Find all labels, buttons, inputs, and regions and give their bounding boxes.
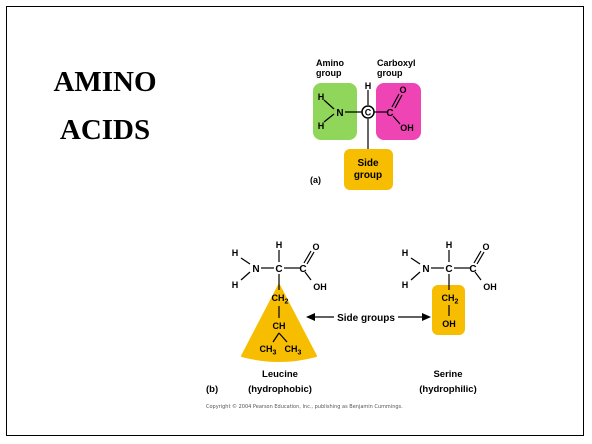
title-line-2: ACIDS [59,114,151,146]
side-groups-label: Side groups [337,313,395,324]
leucine-oh-atom: OH [313,282,327,292]
serine-ch2: CH2 [442,293,459,306]
carboxyl-group-box [376,83,421,140]
panel-a: Amino group Carboxyl group C H H N H C O… [310,58,421,190]
serine-h-top: H [402,248,409,258]
leucine-ch: CH [273,321,286,331]
carboxyl-o-atom: O [399,85,406,95]
alpha-carbon-atom: C [365,108,372,118]
amino-group-label-line1: Amino [316,58,345,68]
copyright-notice: Copyright © 2004 Pearson Education, Inc.… [206,404,403,410]
amino-group-box [313,83,357,140]
serine-oh-atom: OH [483,282,497,292]
serine-alpha-h: H [446,240,453,250]
leucine-carboxyl-c: C [299,264,306,275]
serine-h-bottom: H [402,280,409,290]
leucine-property: (hydrophobic) [248,384,312,395]
arrow-head-left [306,313,315,321]
serine-alpha-c: C [445,264,452,275]
serine-bonds [410,250,485,316]
leucine-side-chain-shape [241,284,317,362]
side-group-label-line2: group [354,170,382,181]
carboxyl-group-label-line2: group [377,68,403,78]
title-line-1: AMINO [53,66,157,98]
leucine-alpha-h: H [276,240,283,250]
serine-side-oh: OH [442,319,456,329]
panel-b-label: (b) [206,384,218,395]
panel-a-bonds [323,90,403,149]
leucine-o-atom: O [312,242,319,252]
leucine-h-bottom: H [232,280,239,290]
serine-molecule: H H N H C C O OH CH2 OH [402,240,497,335]
slide-frame [6,6,584,436]
serine-o-atom: O [482,242,489,252]
side-group-label-line1: Side [357,158,379,169]
carboxyl-oh-atom: OH [400,123,414,133]
serine-carboxyl-c: C [469,264,476,275]
serine-n-atom: N [422,264,429,275]
leucine-name: Leucine [262,369,298,380]
amino-h-top: H [318,92,325,102]
leucine-ch2: CH2 [272,293,289,306]
leucine-ch3-right: CH3 [285,344,302,357]
leucine-h-top: H [232,248,239,258]
amino-h-bottom: H [318,121,325,131]
side-group-box [344,149,393,190]
amino-group-label-line2: group [316,68,342,78]
leucine-ch3-left: CH3 [260,344,277,357]
side-groups-arrow: Side groups [306,313,431,324]
alpha-carbon-circle [361,105,375,119]
serine-name: Serine [433,369,462,380]
leucine-molecule: H H N H C C O OH CH2 CH CH3 CH3 [232,240,327,362]
arrow-head-right [422,313,431,321]
slide-title: AMINO ACIDS [30,58,180,154]
leucine-alpha-c: C [275,264,282,275]
amino-n-atom: N [336,108,343,119]
serine-property: (hydrophilic) [419,384,477,395]
carboxyl-c-atom: C [386,108,393,119]
leucine-n-atom: N [252,264,259,275]
alpha-h-atom: H [365,81,372,91]
carboxyl-group-label-line1: Carboxyl [377,58,416,68]
panel-a-label: (a) [310,175,321,185]
leucine-bonds [240,250,315,343]
